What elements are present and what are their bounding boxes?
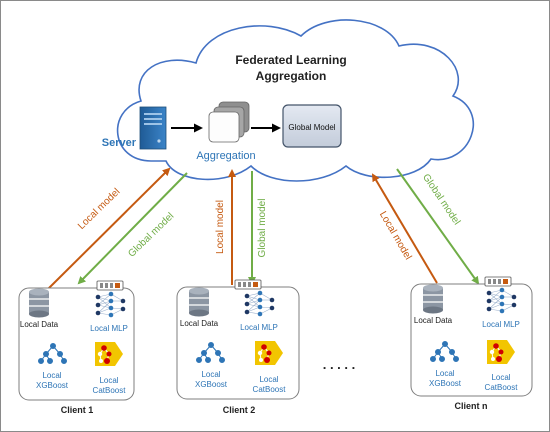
xgboost-label-line1: Local xyxy=(435,369,454,378)
catboost-icon xyxy=(95,342,123,366)
neural-network-icon xyxy=(486,287,517,314)
aggregation-label: Aggregation xyxy=(196,150,255,162)
gpu-icon xyxy=(234,279,262,290)
client-2: Local Data Local MLP Local XGBoost xyxy=(176,279,300,400)
xgboost-label-line2: XGBoost xyxy=(429,379,462,388)
server-label: Server xyxy=(102,137,137,149)
catboost-label-line1: Local xyxy=(99,376,118,385)
xgboost-tree-icon xyxy=(430,341,459,362)
neural-network-icon xyxy=(244,290,275,317)
local-mlp-label: Local MLP xyxy=(482,320,520,329)
xgboost-tree-icon xyxy=(38,343,67,364)
global-model-label-clientn: Global model xyxy=(420,172,462,227)
server-icon xyxy=(139,106,167,150)
catboost-label-line1: Local xyxy=(259,375,278,384)
catboost-label-line2: CatBoost xyxy=(93,386,127,395)
gpu-icon xyxy=(96,280,124,291)
global-model-arrow-clientn xyxy=(396,168,480,285)
client-2-name: Client 2 xyxy=(223,405,256,415)
client-box xyxy=(18,287,135,401)
catboost-icon xyxy=(487,340,515,364)
local-model-arrow-clientn xyxy=(371,173,438,284)
local-data-label: Local Data xyxy=(20,320,59,329)
xgboost-label-line2: XGBoost xyxy=(36,381,69,390)
client-n: Local Data Local MLP Local XGBoost xyxy=(410,276,533,397)
gpu-icon xyxy=(484,276,512,287)
xgboost-label-line1: Local xyxy=(42,371,61,380)
global-model-label-client1: Global model xyxy=(126,211,176,260)
global-model-arrow-client1 xyxy=(77,172,188,285)
database-icon xyxy=(189,287,209,317)
client-1: Local Data Local MLP Local XGBoost xyxy=(18,280,135,401)
neural-network-icon xyxy=(95,291,126,318)
database-icon xyxy=(29,288,49,318)
client-n-name: Client n xyxy=(455,401,488,411)
local-mlp-label: Local MLP xyxy=(240,323,278,332)
local-mlp-label: Local MLP xyxy=(90,324,128,333)
local-model-arrow-client1 xyxy=(47,167,171,290)
catboost-label-line2: CatBoost xyxy=(253,385,287,394)
catboost-label-line1: Local xyxy=(491,373,510,382)
local-model-label-client2: Local model xyxy=(215,200,226,254)
cloud-shape xyxy=(116,19,474,182)
local-model-label-client1: Local model xyxy=(76,187,122,232)
xgboost-label-line1: Local xyxy=(201,370,220,379)
client-1-name: Client 1 xyxy=(61,405,94,415)
global-model-label-client2: Global model xyxy=(257,199,268,258)
aggregation-stack-icon xyxy=(208,101,250,143)
cloud-title-line1: Federated Learning xyxy=(235,53,346,67)
catboost-label-line2: CatBoost xyxy=(485,383,519,392)
global-model-box xyxy=(282,104,342,148)
xgboost-tree-icon xyxy=(196,342,225,363)
catboost-icon xyxy=(255,341,283,365)
more-clients-ellipsis: . . . . . xyxy=(323,357,356,372)
database-icon xyxy=(423,284,443,314)
global-model-label: Global Model xyxy=(288,123,335,132)
local-data-label: Local Data xyxy=(414,316,453,325)
cloud-title-line2: Aggregation xyxy=(256,69,327,83)
local-data-label: Local Data xyxy=(180,319,219,328)
xgboost-label-line2: XGBoost xyxy=(195,380,228,389)
